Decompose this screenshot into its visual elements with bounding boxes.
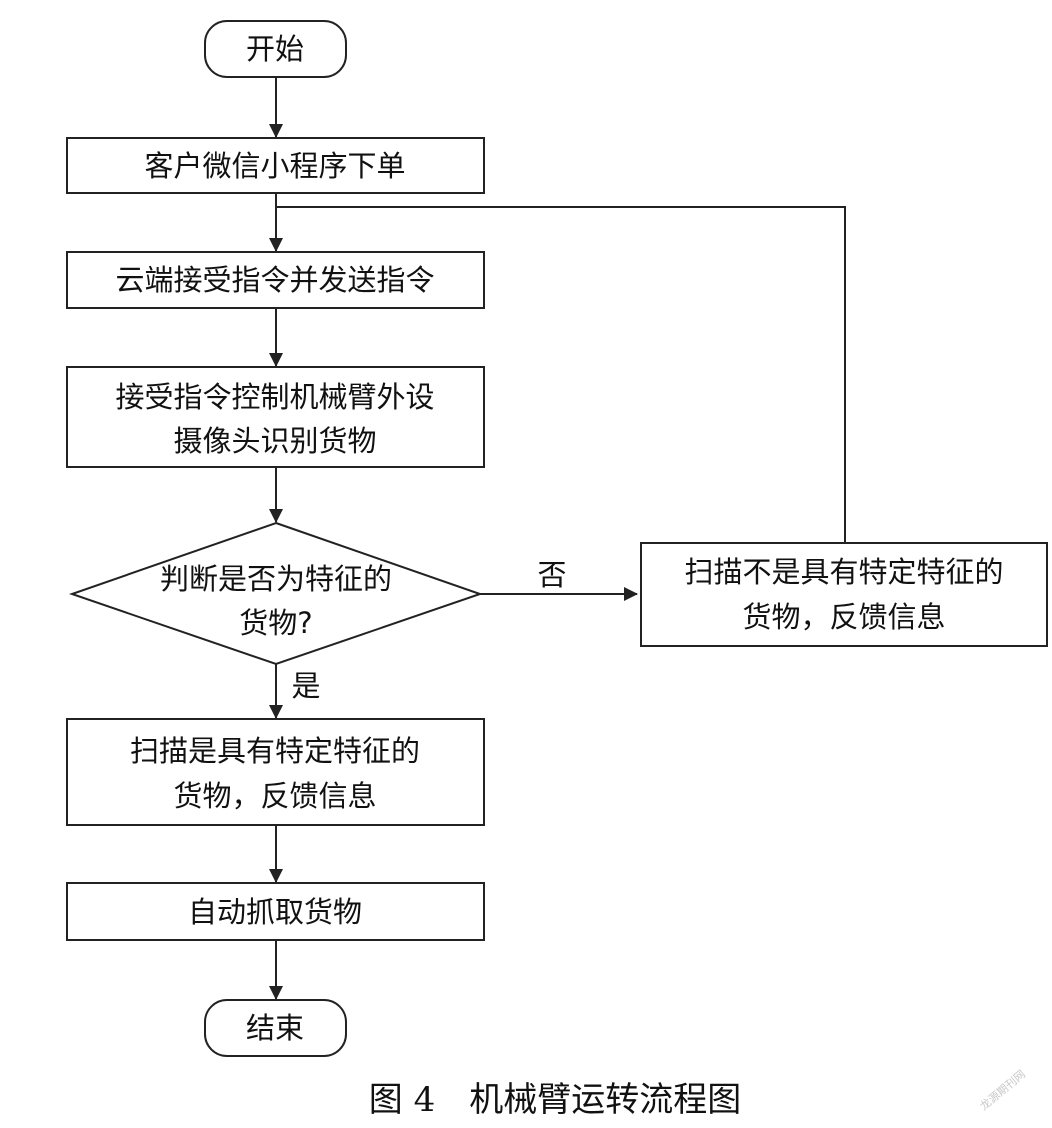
edges [269,77,846,1000]
node-start: 开始 [204,20,347,78]
control-label-line-2: 摄像头识别货物 [173,424,376,458]
scan-yes-label-line-2: 货物，反馈信息 [173,779,376,813]
start-label: 开始 [246,32,304,66]
edge-label-yes: 是 [291,669,320,703]
watermark: 龙源期刊网 [977,1067,1028,1113]
end-label: 结束 [246,1011,304,1045]
decision-diamond [68,521,484,666]
scan-yes-process-box [66,718,485,826]
grab-process-box [66,882,485,941]
node-order: 客户微信小程序下单 [66,137,485,194]
control-process-box [66,366,485,468]
node-end: 结束 [204,999,347,1057]
scan-yes-label-line-1: 扫描是具有特定特征的 [130,734,420,768]
order-process-box [66,137,485,194]
cloud-label: 云端接受指令并发送指令 [115,263,434,297]
node-decision: 判断是否为特征的 货物? [68,521,484,666]
scan-no-process-box [640,542,1048,647]
edge-scan-no-loop-back [276,206,846,542]
node-cloud: 云端接受指令并发送指令 [66,251,485,309]
decision-label-line-2: 货物? [239,606,312,640]
figure-caption: 图 4 机械臂运转流程图 [369,1080,741,1120]
node-scan-yes: 扫描是具有特定特征的 货物，反馈信息 [66,718,485,826]
scan-no-label-line-2: 货物，反馈信息 [742,600,945,634]
node-grab: 自动抓取货物 [66,882,485,941]
control-label-line-1: 接受指令控制机械臂外设 [115,380,434,414]
start-terminator [204,20,347,78]
edge-label-no: 否 [537,558,566,592]
scan-no-label-line-1: 扫描不是具有特定特征的 [684,555,1003,589]
cloud-process-box [66,251,485,309]
end-terminator [204,999,347,1057]
order-label: 客户微信小程序下单 [144,149,405,183]
node-control: 接受指令控制机械臂外设 摄像头识别货物 [66,366,485,468]
node-scan-no: 扫描不是具有特定特征的 货物，反馈信息 [640,542,1048,647]
grab-label: 自动抓取货物 [188,895,362,929]
decision-label-line-1: 判断是否为特征的 [160,562,392,596]
